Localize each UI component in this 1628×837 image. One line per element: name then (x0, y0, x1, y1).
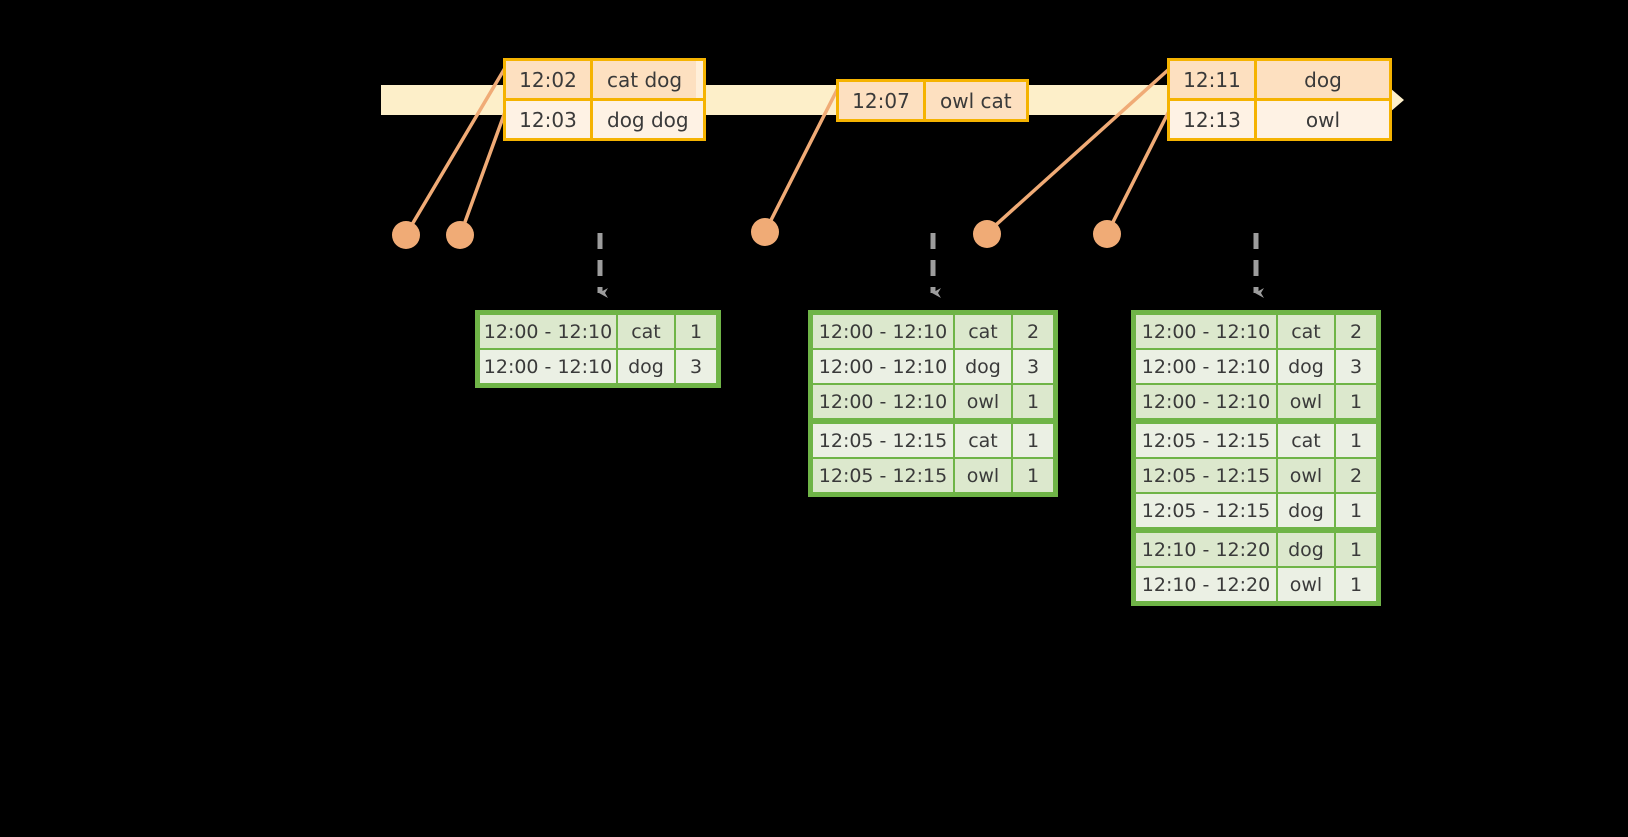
event-row[interactable]: 12:07 owl cat (839, 82, 1026, 119)
event-words: owl (1257, 101, 1389, 138)
event-dot-3 (751, 218, 779, 246)
cell-count: 1 (1336, 385, 1376, 418)
cell-word: owl (1278, 459, 1334, 492)
window-counts-table-3[interactable]: 12:00 - 12:10 cat 2 12:00 - 12:10 dog 3 … (1131, 310, 1381, 606)
table-row[interactable]: 12:00 - 12:10 dog 3 (813, 350, 1053, 383)
event-row[interactable]: 12:03 dog dog (506, 98, 703, 138)
window-counts-table-1[interactable]: 12:00 - 12:10 cat 1 12:00 - 12:10 dog 3 (475, 310, 721, 388)
cell-word: dog (955, 350, 1011, 383)
connector-2 (459, 110, 507, 235)
event-group-3[interactable]: 12:11 dog 12:13 owl (1167, 58, 1392, 141)
connector-3 (764, 86, 840, 232)
cell-count: 2 (1336, 459, 1376, 492)
cell-word: cat (618, 315, 674, 348)
table-row[interactable]: 12:00 - 12:10 cat 2 (1136, 315, 1376, 348)
cell-window: 12:05 - 12:15 (1136, 494, 1276, 527)
table-row[interactable]: 12:05 - 12:15 dog 1 (1136, 494, 1376, 527)
cell-window: 12:00 - 12:10 (1136, 315, 1276, 348)
cell-word: cat (1278, 315, 1334, 348)
event-row[interactable]: 12:11 dog (1170, 61, 1389, 98)
table-row[interactable]: 12:00 - 12:10 cat 2 (813, 315, 1053, 348)
cell-window: 12:00 - 12:10 (813, 315, 953, 348)
cell-window: 12:05 - 12:15 (813, 424, 953, 457)
cell-word: cat (955, 315, 1011, 348)
cell-window: 12:00 - 12:10 (1136, 350, 1276, 383)
cell-word: dog (1278, 494, 1334, 527)
event-group-1[interactable]: 12:02 cat dog 12:03 dog dog (503, 58, 706, 141)
cell-word: cat (1278, 424, 1334, 457)
table-row[interactable]: 12:00 - 12:10 cat 1 (480, 315, 716, 348)
table-row[interactable]: 12:00 - 12:10 dog 3 (480, 350, 716, 383)
cell-window: 12:05 - 12:15 (813, 459, 953, 492)
cell-window: 12:05 - 12:15 (1136, 459, 1276, 492)
event-time: 12:11 (1170, 61, 1257, 98)
event-words: owl cat (926, 82, 1026, 119)
cell-count: 2 (1336, 315, 1376, 348)
cell-count: 3 (1336, 350, 1376, 383)
cell-count: 1 (676, 315, 716, 348)
cell-window: 12:00 - 12:10 (480, 315, 616, 348)
cell-word: owl (1278, 385, 1334, 418)
cell-window: 12:00 - 12:10 (480, 350, 616, 383)
cell-count: 1 (1013, 424, 1053, 457)
table-row[interactable]: 12:05 - 12:15 owl 2 (1136, 459, 1376, 492)
cell-window: 12:00 - 12:10 (813, 350, 953, 383)
table-group-separator (813, 420, 1053, 422)
cell-count: 2 (1013, 315, 1053, 348)
cell-count: 1 (1336, 494, 1376, 527)
cell-word: dog (618, 350, 674, 383)
event-row[interactable]: 12:13 owl (1170, 98, 1389, 138)
table-row[interactable]: 12:05 - 12:15 cat 1 (813, 424, 1053, 457)
table-group-separator (1136, 420, 1376, 422)
cell-count: 1 (1336, 424, 1376, 457)
cell-count: 1 (1013, 385, 1053, 418)
event-dot-2 (446, 221, 474, 249)
event-dot-4 (973, 220, 1001, 248)
event-dots (392, 218, 1121, 249)
table-row[interactable]: 12:10 - 12:20 owl 1 (1136, 568, 1376, 601)
cell-window: 12:00 - 12:10 (813, 385, 953, 418)
event-words: dog dog (593, 101, 703, 138)
event-time: 12:07 (839, 82, 926, 119)
table-row[interactable]: 12:00 - 12:10 owl 1 (813, 385, 1053, 418)
cell-word: owl (955, 385, 1011, 418)
cell-count: 1 (1013, 459, 1053, 492)
cell-word: dog (1278, 533, 1334, 566)
table-row[interactable]: 12:00 - 12:10 dog 3 (1136, 350, 1376, 383)
cell-word: owl (955, 459, 1011, 492)
table-row[interactable]: 12:05 - 12:15 owl 1 (813, 459, 1053, 492)
event-time: 12:13 (1170, 101, 1257, 138)
cell-word: owl (1278, 568, 1334, 601)
cell-window: 12:05 - 12:15 (1136, 424, 1276, 457)
table-row[interactable]: 12:05 - 12:15 cat 1 (1136, 424, 1376, 457)
event-dot-5 (1093, 220, 1121, 248)
cell-window: 12:10 - 12:20 (1136, 533, 1276, 566)
dashed-arrows (597, 233, 1264, 298)
connector-1 (405, 66, 507, 235)
cell-word: cat (955, 424, 1011, 457)
table-row[interactable]: 12:00 - 12:10 owl 1 (1136, 385, 1376, 418)
event-words: cat dog (593, 61, 697, 98)
event-group-2[interactable]: 12:07 owl cat (836, 79, 1029, 122)
window-counts-table-2[interactable]: 12:00 - 12:10 cat 2 12:00 - 12:10 dog 3 … (808, 310, 1058, 497)
event-row[interactable]: 12:02 cat dog (506, 61, 703, 98)
cell-count: 3 (1013, 350, 1053, 383)
cell-count: 3 (676, 350, 716, 383)
event-time: 12:02 (506, 61, 593, 98)
cell-window: 12:10 - 12:20 (1136, 568, 1276, 601)
table-row[interactable]: 12:10 - 12:20 dog 1 (1136, 533, 1376, 566)
connector-5 (1106, 111, 1170, 234)
event-time: 12:03 (506, 101, 593, 138)
event-dot-1 (392, 221, 420, 249)
event-words: dog (1257, 61, 1389, 98)
cell-count: 1 (1336, 533, 1376, 566)
cell-count: 1 (1336, 568, 1376, 601)
cell-word: dog (1278, 350, 1334, 383)
table-group-separator (1136, 529, 1376, 531)
cell-window: 12:00 - 12:10 (1136, 385, 1276, 418)
